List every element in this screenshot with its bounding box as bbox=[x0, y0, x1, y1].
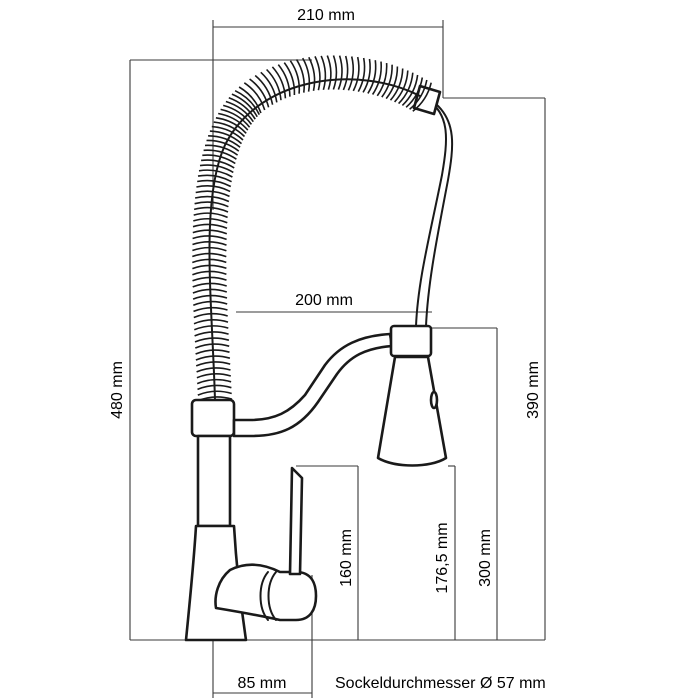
swivel-collar bbox=[190, 398, 236, 438]
labels: 210 mm 200 mm 480 mm 390 mm 300 mm 176,5… bbox=[109, 7, 546, 692]
spring-coil-turn bbox=[367, 60, 377, 94]
spring-coil-turn bbox=[209, 130, 243, 145]
spring-coil-turn bbox=[203, 149, 237, 160]
spring-coil-turn bbox=[320, 55, 327, 91]
label-85: 85 mm bbox=[238, 675, 287, 692]
pull-down-hose bbox=[415, 99, 447, 327]
spring-coil-turn bbox=[254, 74, 274, 105]
main-column bbox=[196, 434, 232, 528]
lever-face-ring bbox=[259, 571, 269, 621]
label-480: 480 mm bbox=[109, 361, 126, 419]
label-160: 160 mm bbox=[338, 529, 355, 587]
lever-handle bbox=[288, 466, 304, 576]
spring-coil-turn bbox=[398, 72, 414, 105]
spring-coil-turn bbox=[381, 64, 393, 98]
spring-coil-turn bbox=[302, 57, 311, 92]
spring-coil-turn bbox=[277, 64, 291, 97]
spring-coil-turn bbox=[308, 56, 316, 91]
spring-coil-turn bbox=[314, 56, 321, 91]
spring-coil-turn bbox=[234, 89, 261, 115]
spray-button bbox=[429, 390, 439, 410]
spring-coil-turn bbox=[260, 71, 278, 103]
spring-inner-tube bbox=[208, 78, 421, 401]
spring-coil-turn bbox=[231, 93, 258, 118]
spring-coil-turn bbox=[249, 78, 270, 108]
faucet bbox=[184, 55, 454, 642]
spout-arm bbox=[232, 332, 394, 438]
base-diameter-caption: Sockeldurchmesser Ø 57 mm bbox=[335, 675, 546, 692]
spring-coil-turn bbox=[337, 55, 343, 90]
spring-coil-turn bbox=[206, 139, 240, 152]
spring-coil-turn bbox=[243, 82, 266, 111]
spring-coil-turn bbox=[228, 96, 256, 120]
spring-coil-turn bbox=[362, 58, 371, 93]
spring-coil-turn bbox=[218, 112, 249, 131]
spring-coil-turn bbox=[347, 56, 355, 91]
label-176: 176,5 mm bbox=[434, 522, 451, 593]
spring-coil-turn bbox=[204, 144, 239, 156]
spring-coil-turn bbox=[208, 135, 241, 148]
spring-coil-turn bbox=[412, 82, 432, 112]
spring-coil-turn bbox=[389, 68, 404, 101]
label-200: 200 mm bbox=[295, 292, 353, 309]
spring-coil-turn bbox=[394, 70, 409, 103]
spring-coil-turn bbox=[220, 108, 251, 128]
spring-coil-turn bbox=[222, 104, 253, 125]
spring-coil-turn bbox=[385, 66, 399, 100]
spring-coil-turn bbox=[266, 68, 282, 101]
spring-coil-turn bbox=[225, 100, 254, 123]
lever-face-ring-2 bbox=[267, 571, 277, 621]
label-390: 390 mm bbox=[525, 361, 542, 419]
spring-coil-turn bbox=[238, 86, 262, 114]
label-210: 210 mm bbox=[297, 7, 355, 24]
spring-coil-turn bbox=[357, 57, 366, 92]
spray-head bbox=[376, 355, 448, 467]
lever-body bbox=[214, 563, 318, 622]
spring-coil-turn bbox=[371, 61, 383, 95]
spring-coil-turn bbox=[271, 66, 287, 99]
spring-coil-turn bbox=[289, 60, 301, 94]
spring-coil-turn bbox=[376, 63, 388, 97]
spring-coil-turn bbox=[211, 125, 244, 141]
spring-coil-turn bbox=[215, 117, 247, 134]
spring-coil-turn bbox=[352, 56, 360, 92]
label-300: 300 mm bbox=[477, 529, 494, 587]
spring-coil-turn bbox=[283, 62, 296, 96]
spring-coil-turn bbox=[326, 55, 332, 90]
spray-holder bbox=[389, 324, 433, 358]
hose-end-cap bbox=[412, 84, 442, 116]
spring-coil-turn bbox=[332, 55, 338, 90]
spring-coil-turn bbox=[295, 58, 305, 93]
spring-coil-turn bbox=[342, 55, 349, 91]
spring-coil-turn bbox=[213, 121, 246, 138]
pull-down-hose-inner bbox=[425, 103, 454, 327]
